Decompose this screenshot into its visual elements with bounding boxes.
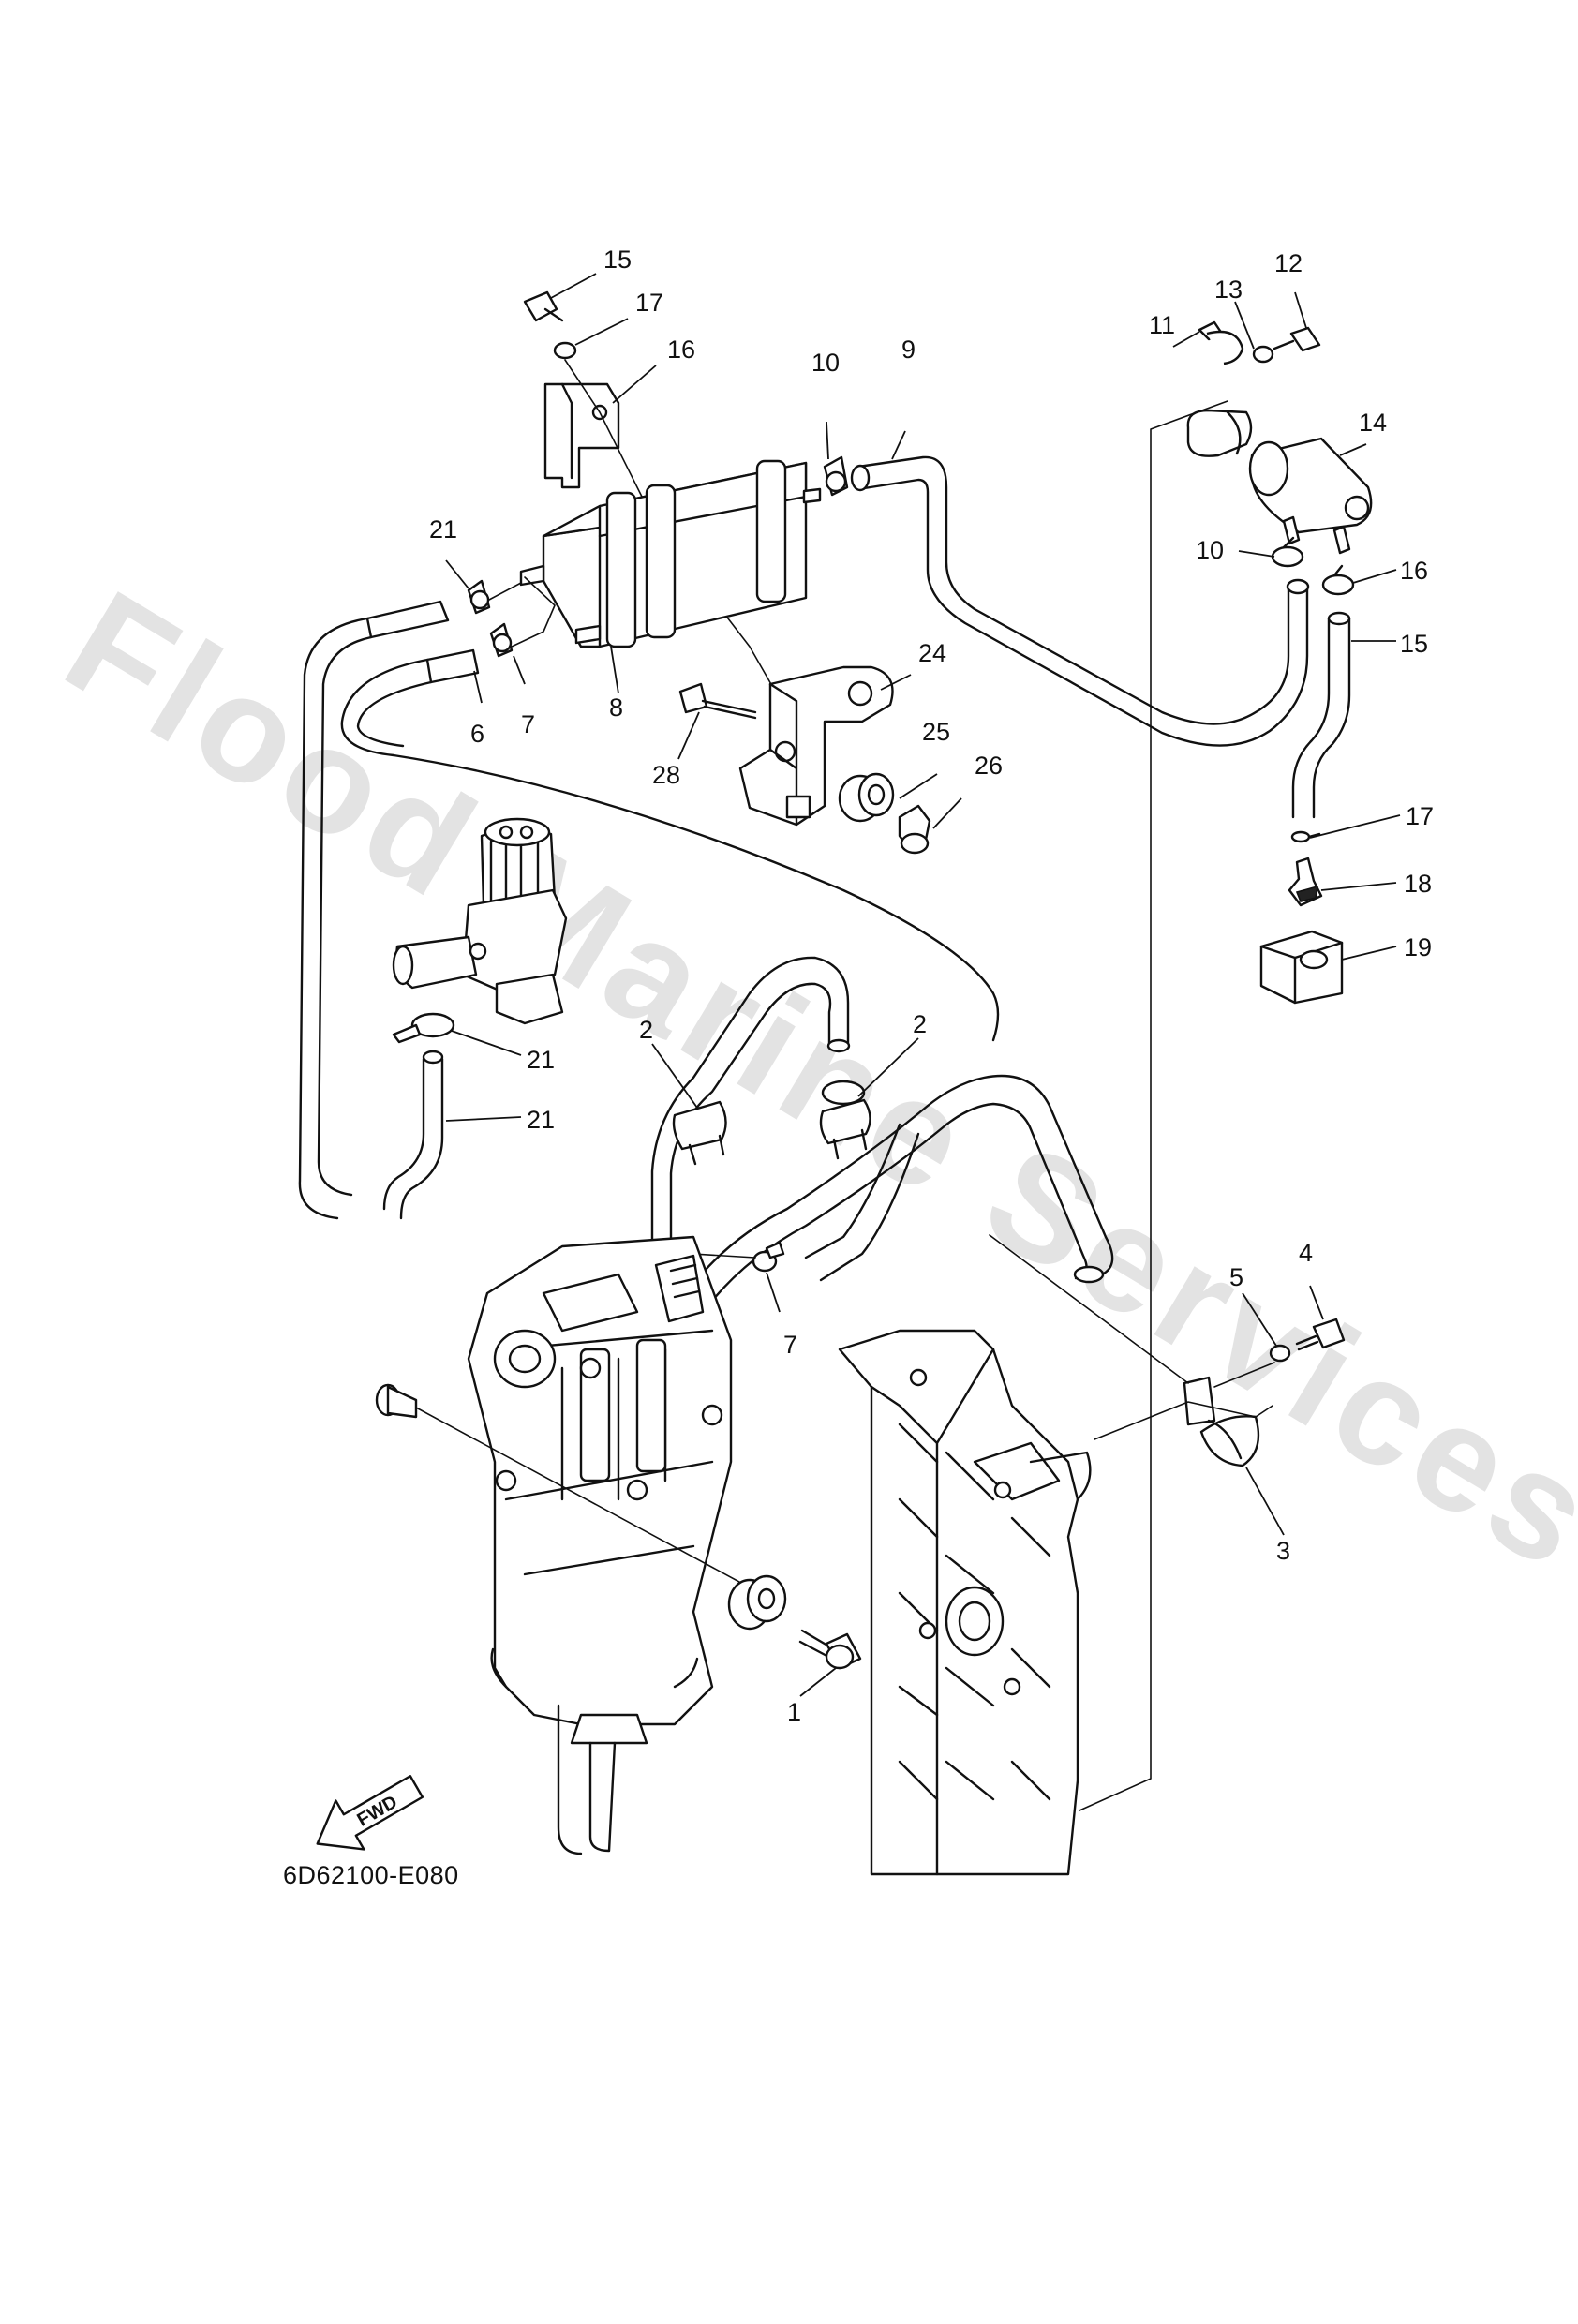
grommet-lower [727, 1574, 787, 1631]
callout-18: 18 [1404, 870, 1432, 898]
charcoal-canister [519, 459, 822, 648]
callout-7-lower: 7 [783, 1331, 797, 1359]
callout-21-lower: 21 [527, 1046, 555, 1074]
diagram-code: 6D62100-E080 [283, 1861, 459, 1889]
clamp-7-upper [489, 622, 514, 658]
callout-21-upper: 21 [429, 515, 457, 544]
clamp-10-right [1271, 536, 1304, 568]
leader-pin-to-grommet [415, 1407, 751, 1588]
callout-numbers: 15 17 16 10 9 21 6 7 8 24 28 25 26 11 13… [429, 246, 1434, 1726]
clamp-11 [1198, 320, 1244, 365]
callout-2-right: 2 [913, 1010, 927, 1038]
callout-14: 14 [1359, 409, 1387, 437]
callout-2-left: 2 [639, 1016, 653, 1044]
clip-17 [1290, 830, 1321, 843]
hose-9 [850, 455, 1310, 747]
callout-15: 15 [1400, 630, 1428, 658]
callout-17: 17 [1406, 802, 1434, 830]
cylinder-head [838, 1329, 1092, 1876]
hose-clamp-2-left [672, 1100, 727, 1166]
clamp-16 [1321, 564, 1355, 596]
clamp-3 [1183, 1376, 1260, 1467]
solenoid-valve [392, 817, 568, 1025]
callout-26: 25 [922, 718, 950, 746]
callout-9: 9 [901, 335, 916, 364]
washer-5 [1269, 1344, 1291, 1363]
fwd-direction-arrow: FWD [316, 1775, 424, 1851]
bracket-25 [738, 665, 894, 827]
callout-20: 21 [527, 1106, 555, 1134]
grommet-26 [838, 772, 895, 823]
callout-8: 8 [609, 693, 623, 722]
washer-24 [553, 341, 577, 360]
bolt-1 [798, 1629, 862, 1670]
canister-port-lines [488, 576, 556, 648]
callout-22: 16 [667, 335, 695, 364]
callout-23: 15 [603, 246, 632, 274]
clamp-10-upper [823, 455, 849, 497]
callout-28: 28 [652, 761, 680, 789]
callout-10-right: 10 [1196, 536, 1224, 564]
callout-19: 19 [1404, 933, 1432, 961]
callout-16: 16 [1400, 557, 1428, 585]
callout-7-upper: 7 [521, 710, 535, 738]
callout-12: 12 [1274, 249, 1303, 277]
callout-6: 6 [470, 720, 484, 748]
holder-19 [1259, 930, 1344, 1005]
callout-leaders [445, 273, 1401, 1697]
clamp-reference-lines [989, 1234, 1275, 1440]
callout-5: 5 [1229, 1263, 1243, 1291]
valve-18 [1288, 857, 1323, 907]
hose-15 [1291, 611, 1351, 819]
hose-6 [298, 600, 1000, 1220]
callout-27: 26 [975, 752, 1003, 780]
hose-clamp-2-right [819, 1080, 871, 1160]
hose-20 [382, 1050, 444, 1220]
washer-13 [1252, 345, 1274, 364]
filter-14 [1248, 437, 1373, 555]
collar-27 [898, 804, 931, 855]
reference-line [1079, 400, 1228, 1811]
bolt-28 [678, 682, 757, 720]
callout-11: 11 [1149, 311, 1175, 339]
pin-left [375, 1383, 418, 1419]
callout-10-upper: 10 [811, 349, 840, 377]
screw-12 [1273, 326, 1321, 352]
callout-24: 17 [635, 289, 663, 317]
callout-4: 4 [1299, 1239, 1313, 1267]
clamp-7-lower [752, 1241, 785, 1273]
callout-25: 24 [918, 639, 946, 667]
canister-bracket [543, 382, 620, 489]
callout-3: 3 [1276, 1537, 1290, 1565]
clamp-21-lower [392, 1012, 455, 1044]
callout-13: 13 [1214, 276, 1243, 304]
vapor-separator-assembly [467, 1235, 733, 1855]
callout-1: 1 [787, 1698, 801, 1726]
bolt-23 [523, 290, 564, 322]
holder-clip [1186, 409, 1253, 457]
clamp-21-upper [467, 579, 491, 615]
bolt-4 [1295, 1318, 1346, 1351]
